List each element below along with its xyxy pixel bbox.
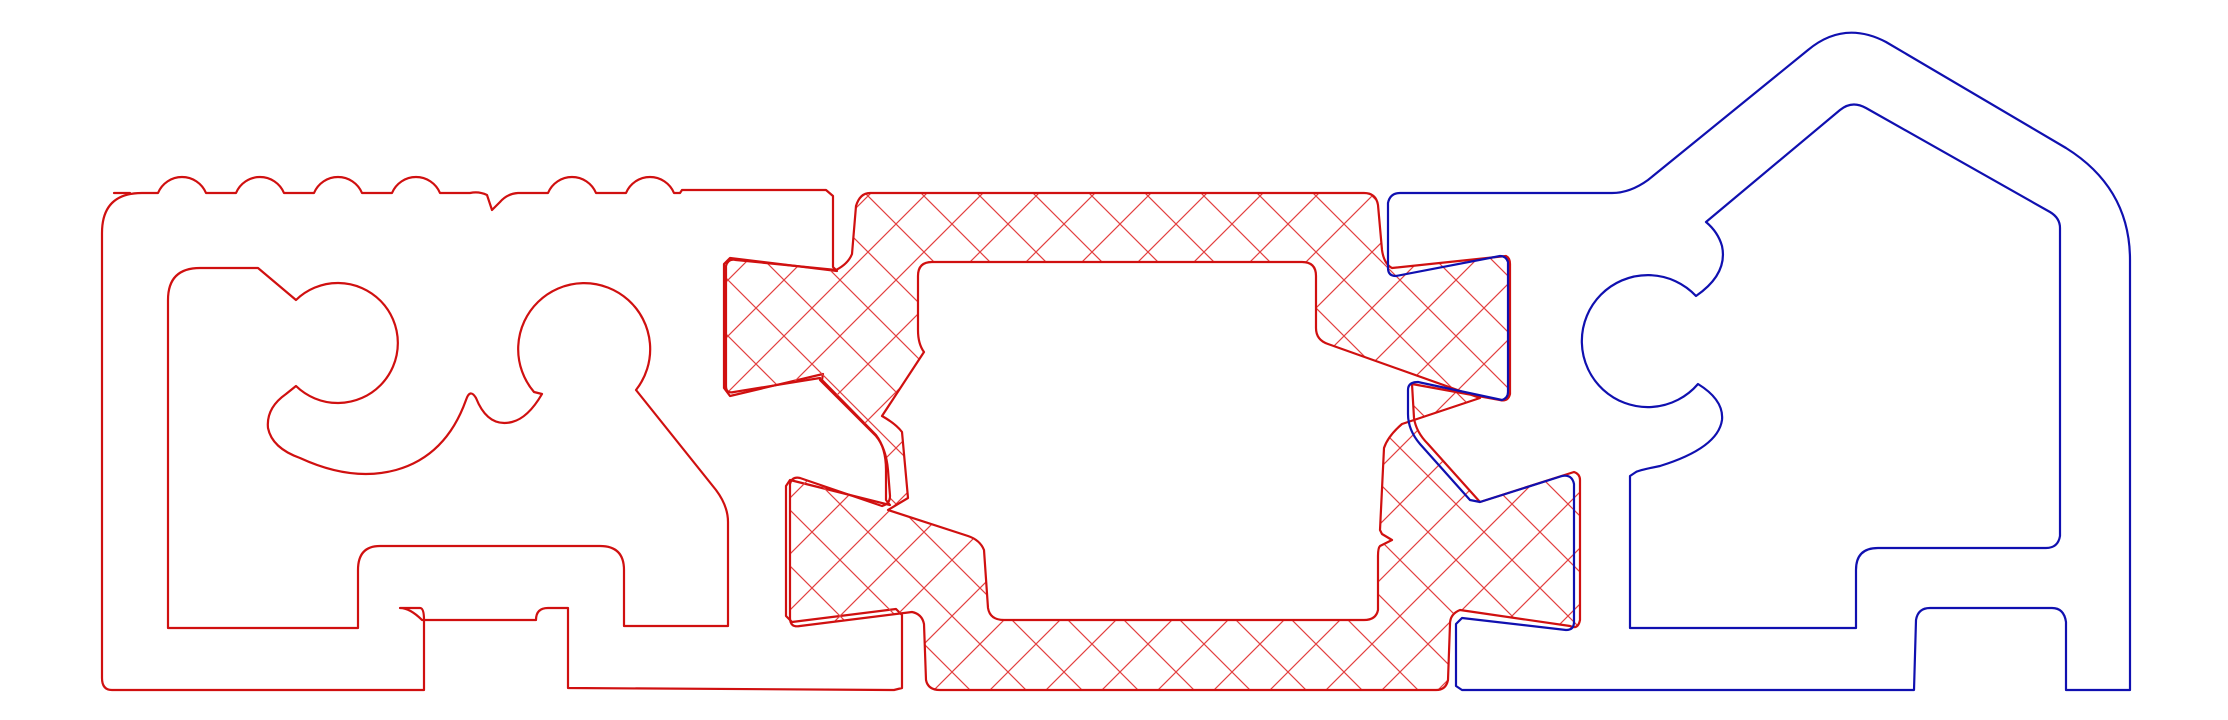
right-profile-inner-cavity bbox=[1580, 103, 2062, 630]
center-profile-section bbox=[724, 191, 1582, 692]
center-profile bbox=[724, 191, 1582, 692]
right-profile bbox=[1386, 31, 2132, 692]
left-profile-inner-cavity bbox=[166, 266, 730, 630]
right-profile-outer-boundary bbox=[1386, 31, 2132, 692]
left-profile-outer-boundary bbox=[100, 175, 904, 692]
left-profile bbox=[100, 175, 904, 692]
